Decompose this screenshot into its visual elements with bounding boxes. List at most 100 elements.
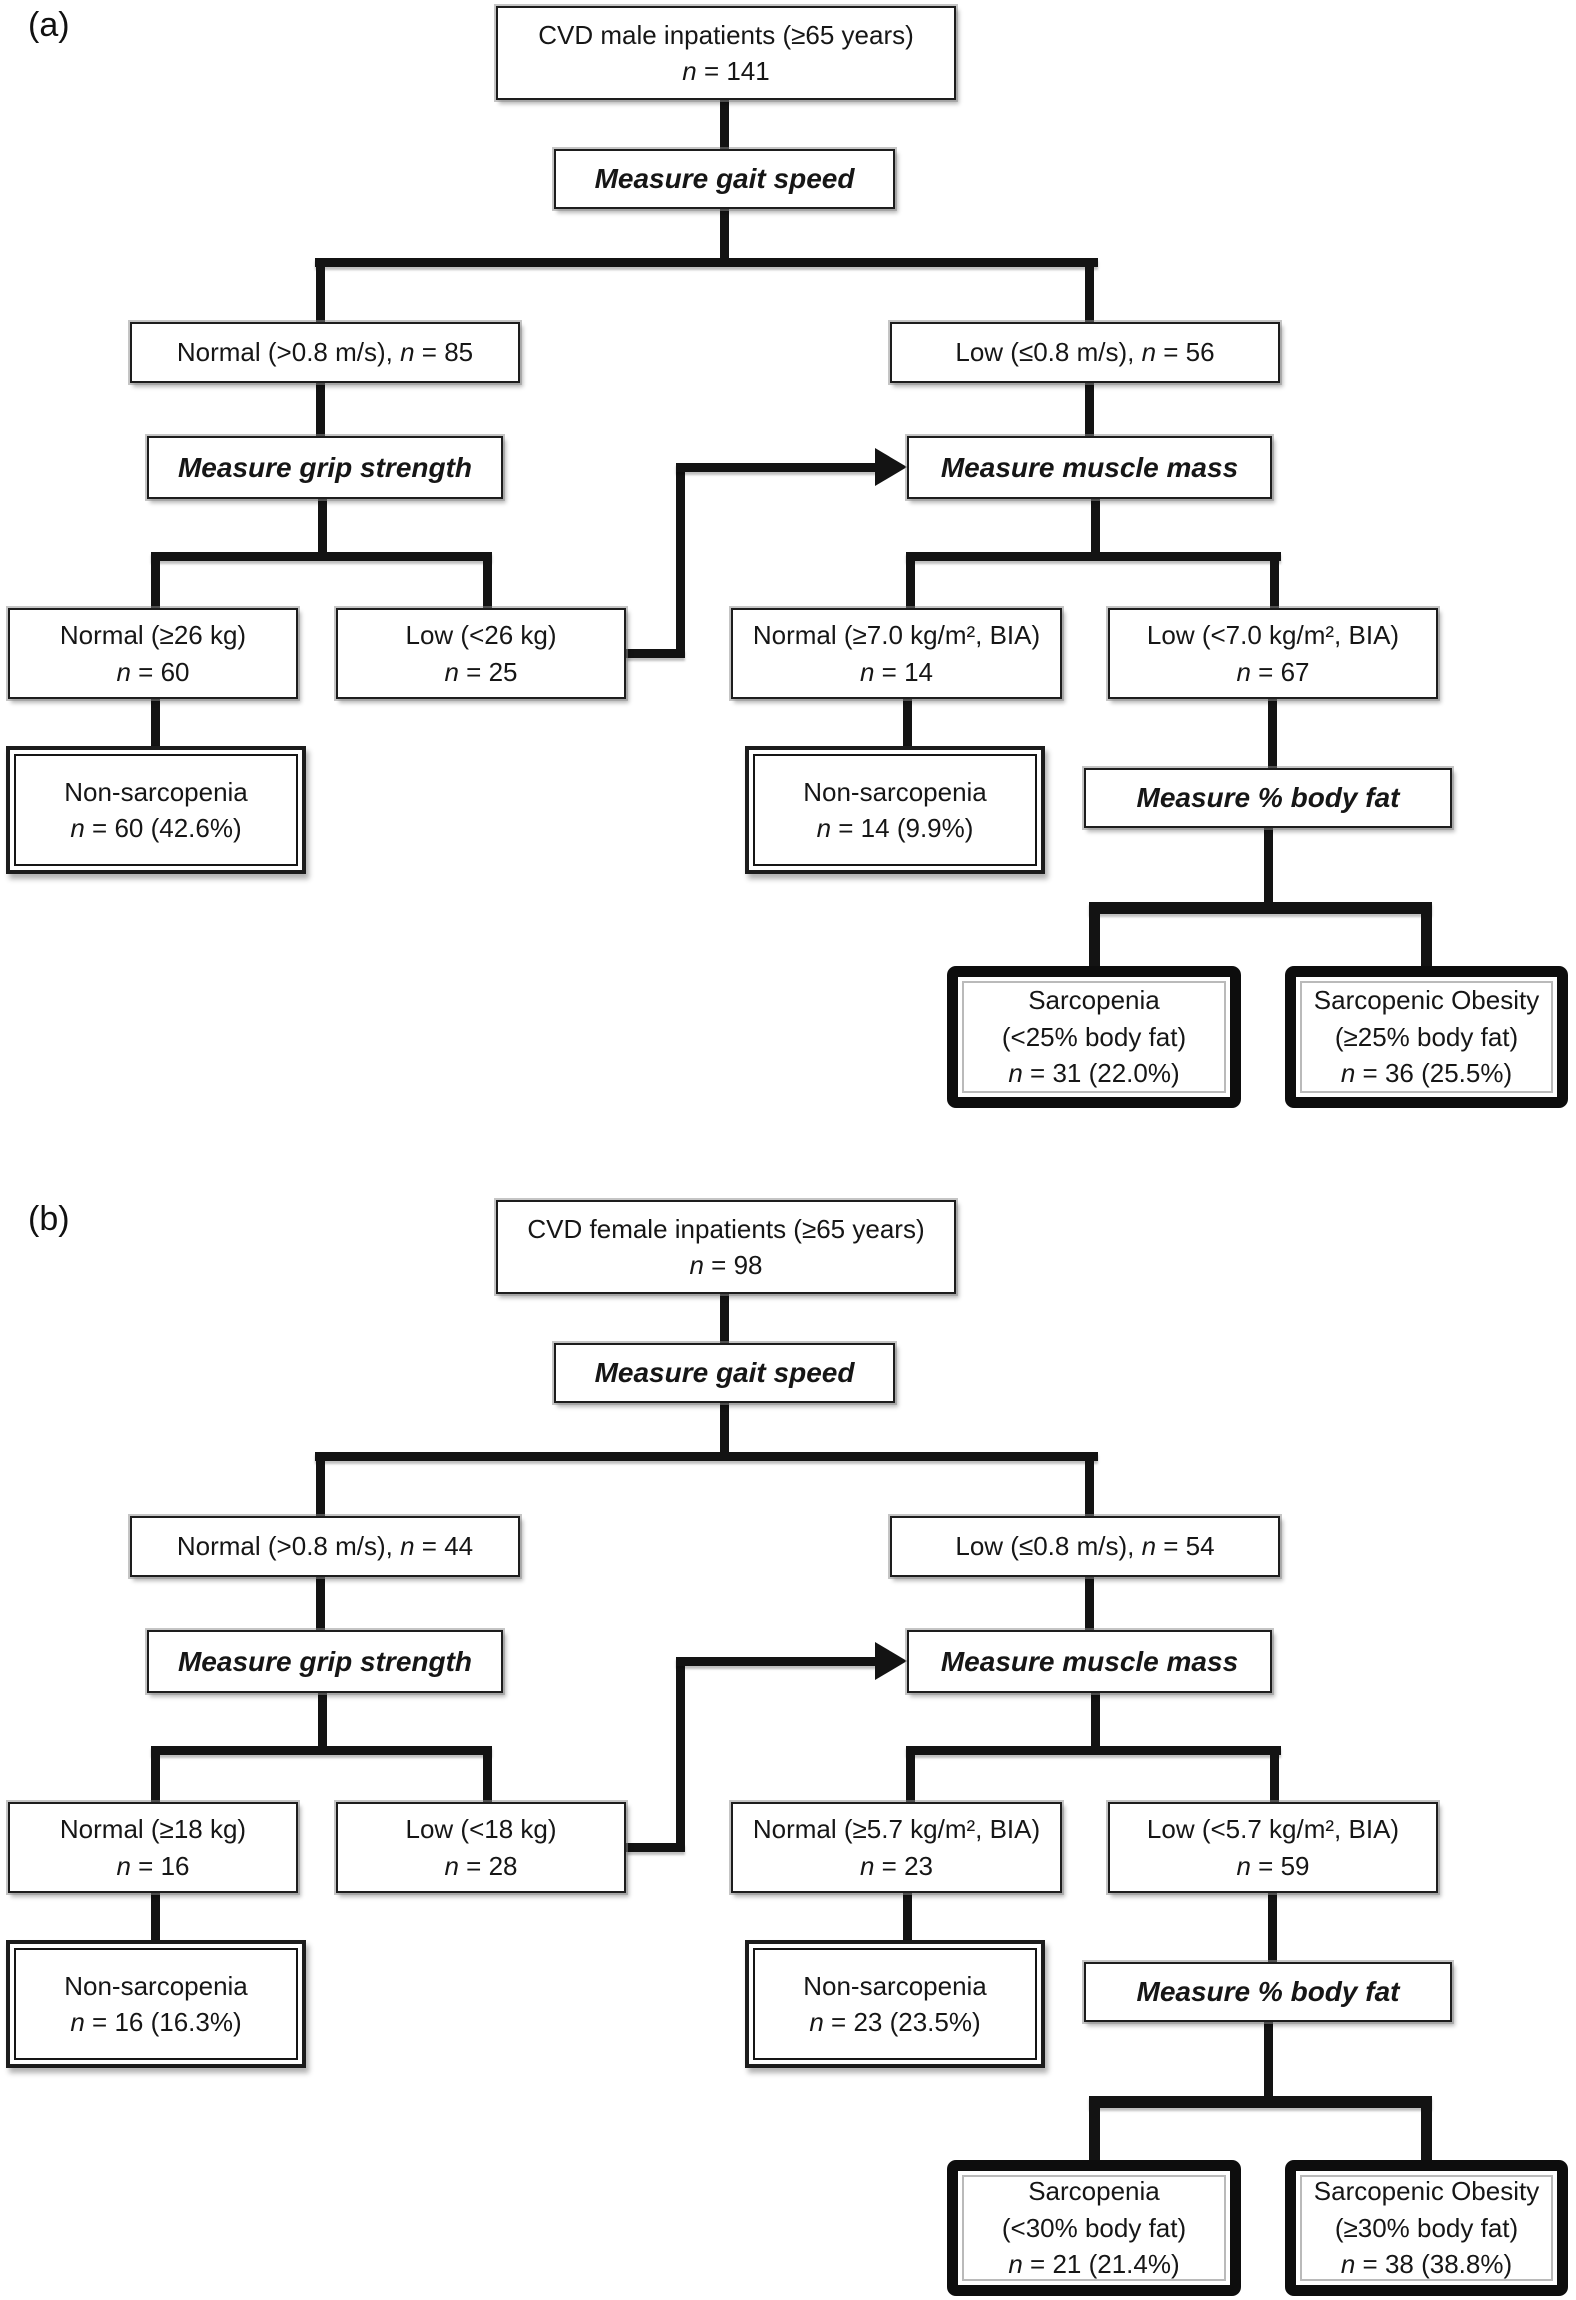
node-measure-grip-strength: Measure grip strength bbox=[147, 436, 503, 499]
connector-line bbox=[1421, 2106, 1432, 2160]
node-sarcopenia: Sarcopenia (<25% body fat) n = 31 (22.0%… bbox=[947, 966, 1241, 1108]
connector-line bbox=[316, 1575, 325, 1632]
node-text-line: n = 16 (16.3%) bbox=[70, 2007, 242, 2037]
node-text-line: n = 60 bbox=[116, 656, 190, 687]
node-text-line: Measure muscle mass bbox=[940, 451, 1239, 483]
node-text-line: Non-sarcopenia bbox=[64, 1970, 248, 2001]
node-text-line: n = 59 bbox=[1236, 1850, 1310, 1881]
node-text-line: Normal (≥26 kg) bbox=[59, 620, 247, 651]
connector-line bbox=[151, 552, 160, 610]
connector-line bbox=[316, 1452, 325, 1518]
connector-line bbox=[151, 1746, 160, 1804]
node-text-line: Measure gait speed bbox=[594, 1357, 855, 1389]
node-text-line: Measure % body fat bbox=[1136, 1976, 1400, 2008]
node-text-line: n = 16 bbox=[116, 1850, 190, 1881]
arrowhead-right-icon bbox=[875, 448, 907, 486]
node-text-line: Normal (>0.8 m/s), n = 44 bbox=[176, 1531, 474, 1562]
node-text-line: Sarcopenic Obesity bbox=[1313, 2176, 1540, 2207]
node-mass-low: Low (<5.7 kg/m², BIA) n = 59 bbox=[1108, 1802, 1438, 1893]
arrowhead-right-icon bbox=[875, 1642, 907, 1680]
connector-line bbox=[151, 1746, 492, 1755]
node-text-line: Low (≤0.8 m/s), n = 56 bbox=[955, 337, 1215, 368]
connector-line bbox=[903, 697, 912, 757]
connector-line bbox=[906, 1746, 1281, 1755]
node-text-line: Low (≤0.8 m/s), n = 54 bbox=[955, 1531, 1215, 1562]
connector-line bbox=[483, 552, 492, 610]
node-text-line: Measure muscle mass bbox=[940, 1645, 1239, 1677]
node-text-line: Measure grip strength bbox=[177, 1645, 473, 1677]
node-measure-grip-strength: Measure grip strength bbox=[147, 1630, 503, 1693]
connector-line bbox=[1085, 1575, 1094, 1632]
node-text-line: Non-sarcopenia bbox=[803, 1970, 987, 2001]
node-text-line: Measure % body fat bbox=[1136, 782, 1400, 814]
node-text-line: n = 21 (21.4%) bbox=[1008, 2249, 1180, 2280]
connector-line bbox=[1085, 258, 1094, 324]
connector-line bbox=[626, 649, 685, 658]
connector-line bbox=[318, 1691, 327, 1748]
connector-line bbox=[720, 1401, 729, 1456]
node-grip-low: Low (<26 kg) n = 25 bbox=[336, 608, 626, 699]
node-text-line: (≥25% body fat) bbox=[1334, 1021, 1519, 1052]
node-text-line: n = 67 bbox=[1236, 656, 1310, 687]
panel-a-label: (a) bbox=[28, 6, 70, 44]
connector-line bbox=[151, 697, 160, 757]
node-text-line: n = 98 bbox=[689, 1250, 763, 1280]
node-sarcopenic-obesity: Sarcopenic Obesity (≥25% body fat) n = 3… bbox=[1285, 966, 1568, 1108]
connector-line bbox=[1089, 2106, 1100, 2160]
node-non-sarcopenia-mass: Non-sarcopenia n = 14 (9.9%) bbox=[753, 754, 1037, 866]
node-text-line: Low (<5.7 kg/m², BIA) bbox=[1146, 1814, 1400, 1845]
connector-line bbox=[318, 497, 327, 554]
connector-line bbox=[676, 463, 685, 658]
panel-b-label: (b) bbox=[28, 1200, 70, 1238]
node-text-line: n = 14 bbox=[859, 656, 934, 687]
panel-a: (a) CVD male inpatients (≥65 years) bbox=[8, 6, 1568, 1108]
connector-line bbox=[151, 1891, 160, 1951]
node-text-line: n = 23 bbox=[859, 1850, 934, 1881]
node-text-line: Low (<18 kg) bbox=[405, 1814, 557, 1845]
node-text-line: n = 14 (9.9%) bbox=[816, 813, 974, 843]
node-text-line: Low (<7.0 kg/m², BIA) bbox=[1146, 620, 1400, 651]
node-measure-muscle-mass: Measure muscle mass bbox=[907, 436, 1272, 499]
node-grip-normal: Normal (≥26 kg) n = 60 bbox=[8, 608, 298, 699]
connector-line bbox=[1268, 1891, 1277, 1964]
connector-line bbox=[1089, 902, 1432, 914]
node-text-line: n = 141 bbox=[682, 56, 770, 86]
connector-line bbox=[1091, 1691, 1100, 1748]
connector-line bbox=[720, 1292, 729, 1345]
node-gait-normal: Normal (>0.8 m/s), n = 85 bbox=[130, 322, 520, 383]
node-measure-gait-speed: Measure gait speed bbox=[554, 149, 895, 209]
node-population: CVD male inpatients (≥65 years) n = 141 bbox=[496, 6, 956, 100]
connector-line bbox=[1270, 552, 1279, 610]
node-text-line: CVD male inpatients (≥65 years) bbox=[538, 19, 914, 50]
node-text-line: Normal (≥7.0 kg/m², BIA) bbox=[752, 620, 1041, 651]
connector-line bbox=[1085, 1452, 1094, 1518]
node-grip-normal: Normal (≥18 kg) n = 16 bbox=[8, 1802, 298, 1893]
node-text-line: Normal (≥5.7 kg/m², BIA) bbox=[752, 1814, 1041, 1845]
node-text-line: (<25% body fat) bbox=[1001, 1021, 1187, 1052]
connector-line bbox=[316, 381, 325, 438]
node-non-sarcopenia-mass: Non-sarcopenia n = 23 (23.5%) bbox=[753, 1948, 1037, 2060]
node-population: CVD female inpatients (≥65 years) n = 98 bbox=[496, 1200, 956, 1294]
connector-line bbox=[720, 207, 729, 262]
node-text-line: n = 25 bbox=[444, 656, 518, 687]
node-text-line: (<30% body fat) bbox=[1001, 2212, 1187, 2243]
node-text-line: (≥30% body fat) bbox=[1334, 2212, 1519, 2243]
node-measure-gait-speed: Measure gait speed bbox=[554, 1343, 895, 1403]
node-non-sarcopenia-grip: Non-sarcopenia n = 60 (42.6%) bbox=[14, 754, 298, 866]
node-text-line: Normal (≥18 kg) bbox=[59, 1814, 247, 1845]
node-measure-muscle-mass: Measure muscle mass bbox=[907, 1630, 1272, 1693]
node-gait-normal: Normal (>0.8 m/s), n = 44 bbox=[130, 1516, 520, 1577]
connector-line bbox=[1085, 381, 1094, 438]
node-text-line: Sarcopenic Obesity bbox=[1313, 985, 1540, 1016]
node-gait-low: Low (≤0.8 m/s), n = 56 bbox=[890, 322, 1280, 383]
node-text-line: Measure gait speed bbox=[594, 163, 855, 195]
connector-line bbox=[676, 463, 876, 472]
node-text-line: n = 28 bbox=[444, 1850, 518, 1881]
connector-line bbox=[720, 98, 729, 151]
connector-line bbox=[1264, 2020, 1273, 2098]
node-text-line: Non-sarcopenia bbox=[64, 776, 248, 807]
connector-line bbox=[1421, 912, 1432, 966]
node-text-line: Measure grip strength bbox=[177, 451, 473, 483]
node-text-line: n = 60 (42.6%) bbox=[70, 813, 242, 843]
node-text-line: n = 31 (22.0%) bbox=[1008, 1058, 1180, 1089]
